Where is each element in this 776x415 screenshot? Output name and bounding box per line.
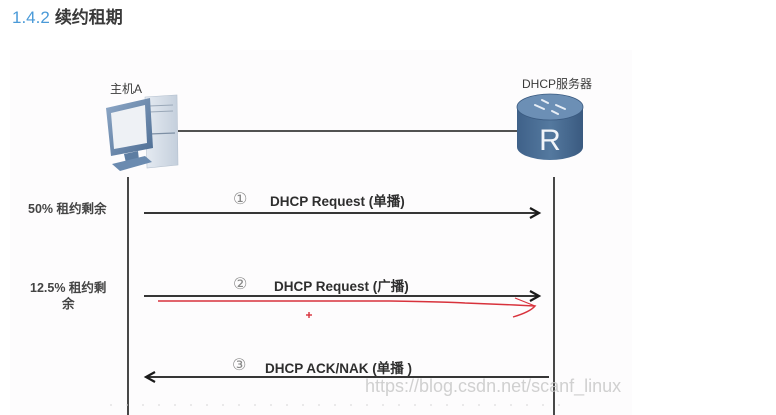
server-label: DHCP服务器 — [522, 77, 593, 91]
red-annotation-arrow — [158, 297, 537, 318]
host-label: 主机A — [110, 82, 143, 96]
message-2-label: DHCP Request (广播) — [274, 279, 409, 294]
side-label-12-5: 12.5% 租约剩 余 — [30, 281, 107, 311]
dhcp-renew-diagram: R 主机A DHCP服务器 50 — [10, 50, 632, 415]
watermark: https://blog.csdn.net/scanf_linux — [365, 376, 622, 396]
step-1-marker: ① — [233, 191, 248, 208]
router-icon: R — [516, 93, 584, 160]
step-2-marker: ② — [233, 276, 248, 293]
message-2-arrow — [144, 290, 542, 302]
message-3-arrow — [143, 371, 549, 383]
side-label-50: 50% 租约剩余 — [28, 202, 107, 216]
step-3-marker: ③ — [232, 357, 247, 374]
svg-text:R: R — [539, 124, 561, 157]
message-1-arrow — [144, 207, 542, 219]
desktop-computer-icon — [106, 94, 179, 171]
section-number: 1.4.2 — [12, 8, 50, 27]
message-3-label: DHCP ACK/NAK (单播 ) — [265, 361, 412, 376]
message-1-label: DHCP Request (单播) — [270, 194, 405, 209]
section-title: 续约租期 — [54, 8, 123, 27]
